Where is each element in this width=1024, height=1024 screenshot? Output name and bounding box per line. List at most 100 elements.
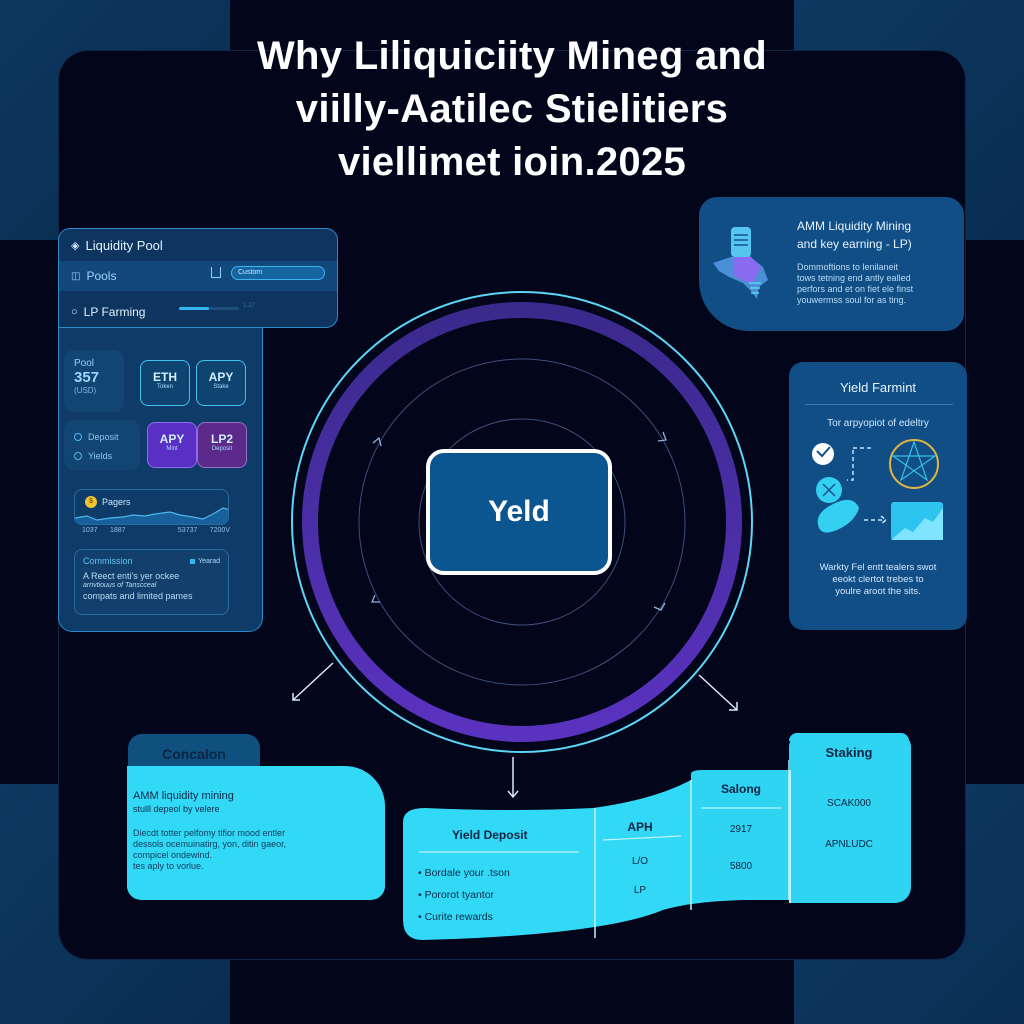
card-body: Warkty Fel entt tealers swot eeokt clert… — [789, 562, 967, 598]
liquidity-map-icon — [713, 227, 768, 299]
amm-body: Dommoftions to lenilaneit tows tetning e… — [797, 262, 957, 306]
tick: 1037 — [82, 527, 98, 534]
commission-card: Commission Yearad A Reect enti's yer ock… — [74, 549, 229, 615]
staking-column-bg — [789, 733, 911, 903]
title-line: Why Liliquiciity Mineg and — [256, 34, 768, 78]
share-icon[interactable] — [211, 267, 221, 278]
tile-sub: Stake — [213, 384, 229, 390]
radio-label: Deposit — [88, 432, 119, 442]
cell: APNLUDC — [825, 839, 873, 850]
title-line: viilly-Aatilec Stielitiers — [295, 87, 729, 131]
chart-ticks: 1037 1887 53737 7200V — [82, 527, 230, 534]
menu-item-label: Pools — [86, 269, 117, 283]
tile-title: APY — [208, 370, 234, 384]
yield-deposit-list: • Bordale your .tson • Pororot tyantor •… — [418, 862, 510, 928]
cell: L/O — [631, 856, 649, 867]
conclusion-card — [127, 766, 385, 900]
card-subtitle: Tor arpyopiot of edeltry — [827, 418, 929, 429]
panel-title: Liquidity Pool — [85, 237, 163, 253]
tick: 1887 — [109, 527, 126, 534]
text-line: Warkty Fel entt tealers swot — [819, 562, 937, 573]
page-title: Why Liliquiciity Mineg and viilly-Aatile… — [120, 30, 904, 189]
check-icon — [816, 446, 831, 458]
tile-title: APY — [159, 432, 185, 446]
list-item-text: Bordale your .tson — [424, 867, 510, 879]
text-line: dessols ocemuinatirg, yon, ditin gaeor, — [133, 839, 287, 849]
flow-arrows — [292, 662, 738, 799]
area-chart — [75, 507, 228, 524]
commission-title: Commission — [83, 556, 133, 566]
tile-eth[interactable]: ETH Token — [140, 360, 190, 406]
chart-label: Pagers — [102, 497, 131, 507]
tile-sub: Token — [156, 384, 173, 390]
radio-deposit[interactable]: Deposit — [74, 432, 119, 442]
yield-farming-card: Yield Farmint Tor arpyopiot of edeltry W… — [789, 362, 967, 630]
shield-icon: ◈ — [71, 239, 80, 252]
tick: 53737 — [177, 527, 198, 534]
pools-filter-input[interactable]: Custom — [231, 266, 325, 280]
coin-icon: $ — [85, 496, 97, 508]
subheading-text: stulll depeol by velere — [133, 804, 220, 814]
text-line: compicel ondewind. — [133, 850, 213, 860]
text-line: tows tetning end antly ealled — [797, 273, 911, 283]
text-line: Dommoftions to lenilaneit — [797, 262, 899, 272]
column-header: Staking — [825, 745, 873, 760]
heading-text: AMM liquidity mining — [133, 790, 234, 802]
text-line: tes aply to vorlue. — [133, 861, 204, 871]
panel-header-block: ◈ Liquidity Pool ◫ Pools ○ LP Farming Cu… — [58, 228, 338, 328]
amm-title: AMM Liquidity Mining and key earning - L… — [797, 217, 912, 253]
amm-info-card: AMM Liquidity Mining and key earning - L… — [699, 197, 964, 331]
tag-label: Yearad — [198, 557, 220, 565]
divider — [805, 404, 953, 405]
text-line: arrivtiouus of Tanscceal — [83, 582, 157, 589]
apy-column: APH L/O LP — [600, 820, 680, 896]
tile-apy[interactable]: APY Stake — [196, 360, 246, 406]
tile-sub: Mint — [166, 446, 178, 452]
farming-flow-diagram — [812, 439, 943, 540]
tick: 7200V — [209, 527, 230, 534]
text-line: eeokt clertot trebes to — [832, 574, 924, 585]
tile-title: ETH — [153, 370, 177, 384]
list-item-text: Pororot tyantor — [424, 889, 495, 901]
farming-icon: ○ — [71, 306, 78, 318]
column-header: Salong — [720, 782, 761, 796]
conclusion-heading: AMM liquidity mining stulll depeol by ve… — [133, 790, 234, 816]
text-line: AMM Liquidity Mining — [797, 219, 912, 233]
list-item: • Bordale your .tson — [418, 867, 510, 879]
text-line: compats and limited pames — [83, 591, 193, 601]
cell: 5800 — [729, 861, 753, 872]
cell: SCAK000 — [827, 798, 871, 809]
text-line: youlre aroot the sits. — [835, 586, 921, 597]
list-item: • Pororot tyantor — [418, 889, 495, 901]
radio-label: Yields — [88, 451, 113, 461]
text-line: Diecdt totter pelfomy tifior mood entler — [133, 828, 286, 838]
staking-column: Staking SCAK000 APNLUDC — [789, 745, 909, 850]
text-line: perfors and et on fiet ele finst — [797, 284, 914, 294]
column-header: APH — [627, 820, 653, 834]
text-line: A Reect enti's yer ockee — [83, 571, 180, 581]
panel-header: ◈ Liquidity Pool — [59, 229, 337, 261]
cell: 2917 — [729, 824, 753, 835]
divider — [789, 770, 791, 903]
cycle-rings-diagram — [291, 291, 753, 753]
pool-unit: (USD) — [74, 386, 97, 395]
commission-body: A Reect enti's yer ockee arrivtiouus of … — [83, 571, 220, 601]
tile-title: LP2 — [210, 432, 233, 446]
list-item-text: Curite rewards — [424, 911, 493, 923]
menu-item-lp-farming[interactable]: ○ LP Farming — [59, 297, 337, 327]
salong-column: Salong 2917 5800 — [693, 782, 789, 872]
pools-icon: ◫ — [71, 270, 81, 282]
pool-value: 357 — [74, 369, 100, 386]
tile-lp2[interactable]: LP2 Deposit — [197, 422, 247, 468]
list-item: • Curite rewards — [418, 911, 493, 923]
pool-stat-card[interactable]: Pool 357 (USD) — [64, 350, 124, 412]
yield-center-node[interactable]: Yeld — [426, 449, 612, 575]
conclusion-body: Diecdt totter pelfomy tifior mood entler… — [133, 828, 373, 872]
tile-apy-mint[interactable]: APY Mint — [147, 422, 197, 468]
progress-label: 1.27 — [243, 303, 255, 309]
radio-yields[interactable]: Yields — [74, 451, 112, 461]
menu-item-label: LP Farming — [83, 305, 146, 319]
farming-progress-bar — [179, 307, 239, 310]
text-line: and key earning - LP) — [797, 237, 912, 251]
pool-label: Pool — [74, 358, 95, 369]
